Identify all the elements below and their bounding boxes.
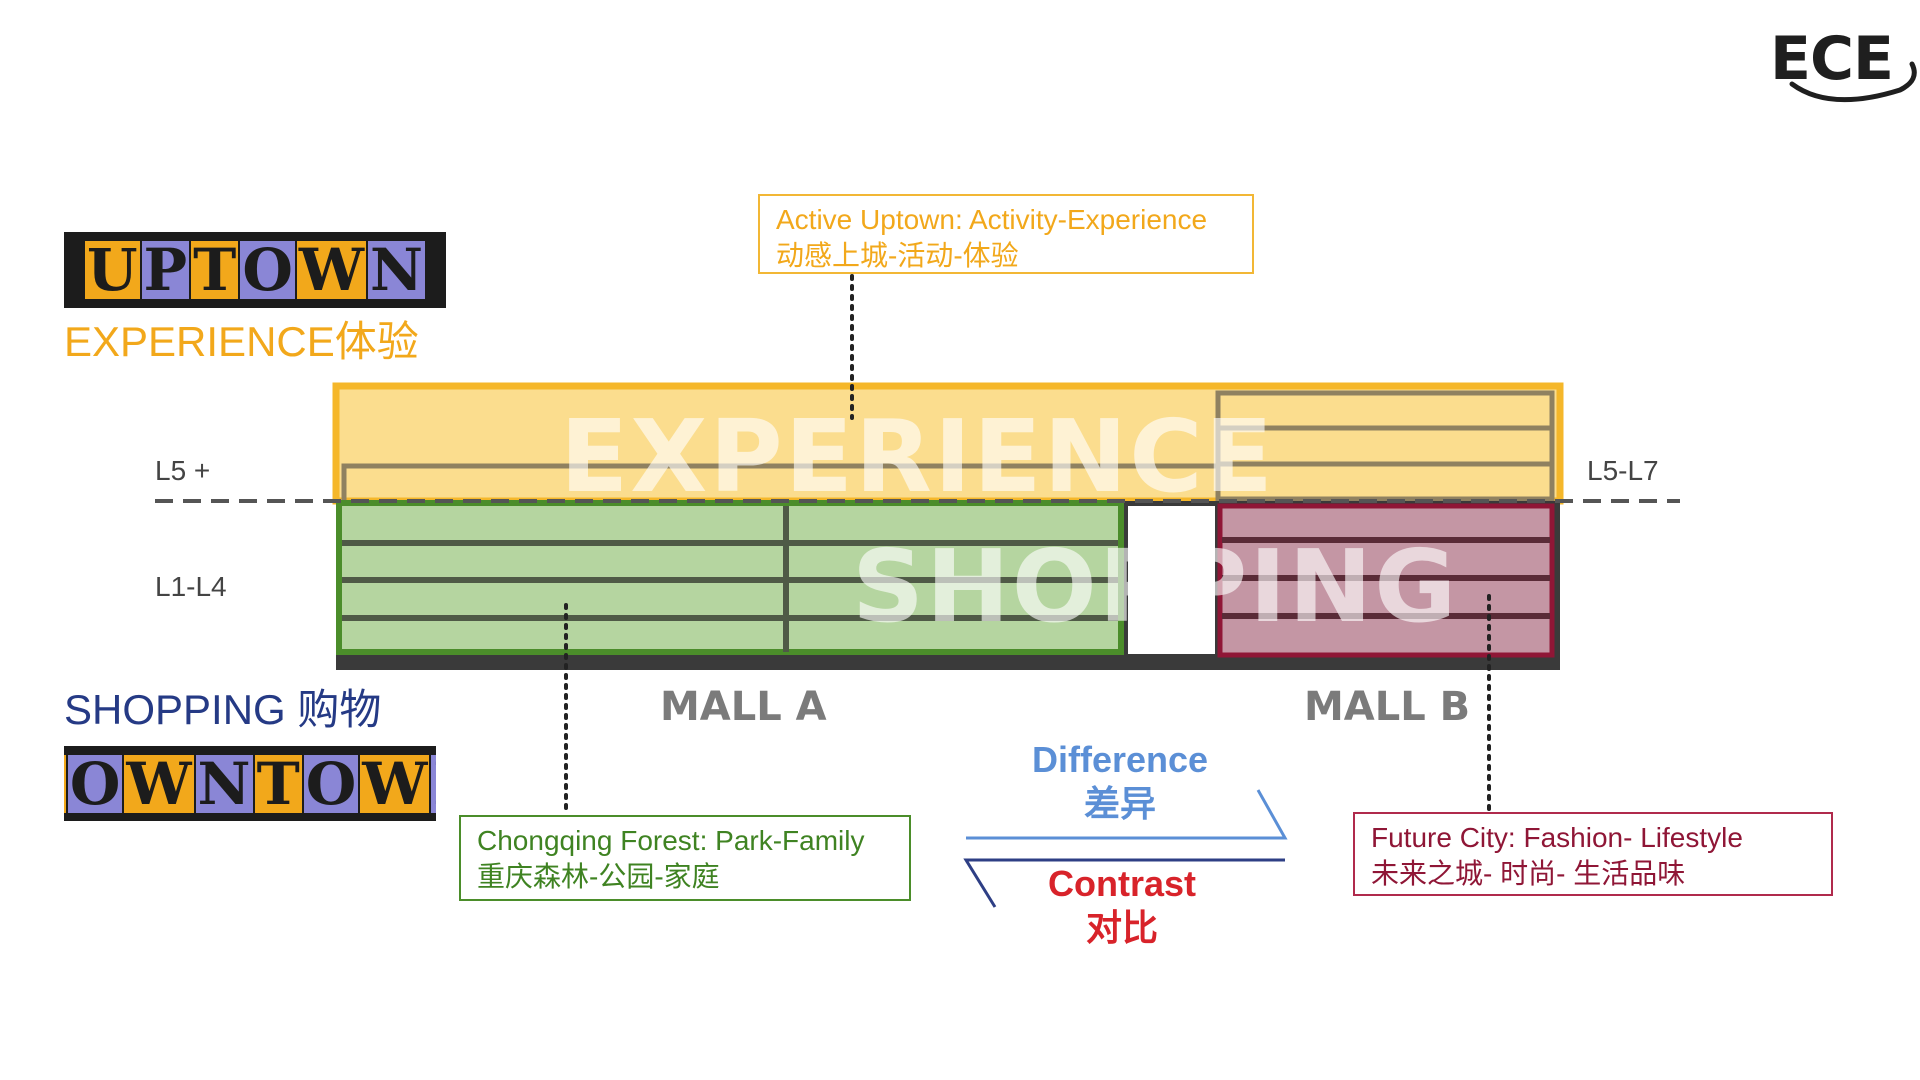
difference-zh: 差异 <box>1083 783 1156 824</box>
difference-label: Difference 差异 <box>1000 738 1240 826</box>
downtown-badge-letter: W <box>360 749 430 818</box>
experience-right-stack <box>1215 390 1555 502</box>
uptown-callout-zh: 动感上城-活动-体验 <box>776 240 1019 271</box>
mall-b-label: MALL B <box>1304 684 1471 730</box>
atrium-gap <box>1128 506 1215 654</box>
contrast-en: Contrast <box>1047 863 1196 904</box>
uptown-callout: Active Uptown: Activity-Experience 动感上城-… <box>758 194 1254 274</box>
downtown-badge-letter: O <box>303 749 359 818</box>
contrast-zh: 对比 <box>1085 907 1158 948</box>
forest-callout-zh: 重庆森林-公园-家庭 <box>477 861 720 892</box>
uptown-badge-letter: N <box>368 236 426 304</box>
future-callout-en: Future City: Fashion- Lifestyle <box>1371 822 1743 853</box>
experience-block <box>332 382 1564 505</box>
downtown-badge: DOWNTOWN <box>64 746 436 821</box>
logo-swoosh-icon <box>1789 61 1917 103</box>
forest-callout: Chongqing Forest: Park-Family 重庆森林-公园-家庭 <box>459 815 911 901</box>
downtown-badge-letter: D <box>64 754 66 813</box>
contrast-arrow <box>963 858 1285 908</box>
uptown-callout-en: Active Uptown: Activity-Experience <box>776 204 1208 235</box>
uptown-badge-letter: T <box>191 236 239 304</box>
level-label-upper: L5 + <box>155 455 211 486</box>
downtown-badge-letter: W <box>124 749 194 818</box>
difference-arrow <box>966 789 1288 840</box>
mall-a-label: MALL A <box>660 684 827 730</box>
level-label-right: L5-L7 <box>1587 455 1659 486</box>
downtown-badge-letter: N <box>195 749 253 818</box>
uptown-badge-letter: W <box>296 236 367 304</box>
uptown-badge-letter: U <box>84 236 140 304</box>
future-callout-zh: 未来之城- 时尚- 生活品味 <box>1371 858 1686 889</box>
downtown-badge-letter: N <box>431 754 436 813</box>
experience-heading: EXPERIENCE体验 <box>64 318 419 365</box>
shopping-heading: SHOPPING 购物 <box>64 686 382 733</box>
downtown-badge-letter: T <box>254 749 302 818</box>
contrast-label: Contrast 对比 <box>1002 862 1242 950</box>
difference-en: Difference <box>1031 739 1209 780</box>
future-callout: Future City: Fashion- Lifestyle 未来之城- 时尚… <box>1353 812 1833 896</box>
uptown-badge-letter: O <box>240 236 295 304</box>
experience-watermark: EXPERIENCE <box>560 398 1275 515</box>
experience-left-floor <box>341 463 1218 500</box>
level-label-lower: L1-L4 <box>155 571 227 602</box>
uptown-badge-letter: P <box>141 236 190 304</box>
forest-callout-en: Chongqing Forest: Park-Family <box>477 825 865 856</box>
shopping-watermark: SHOPPING <box>852 528 1459 645</box>
downtown-badge-letter: O <box>67 749 123 818</box>
ece-logo: ECE <box>1770 20 1920 110</box>
